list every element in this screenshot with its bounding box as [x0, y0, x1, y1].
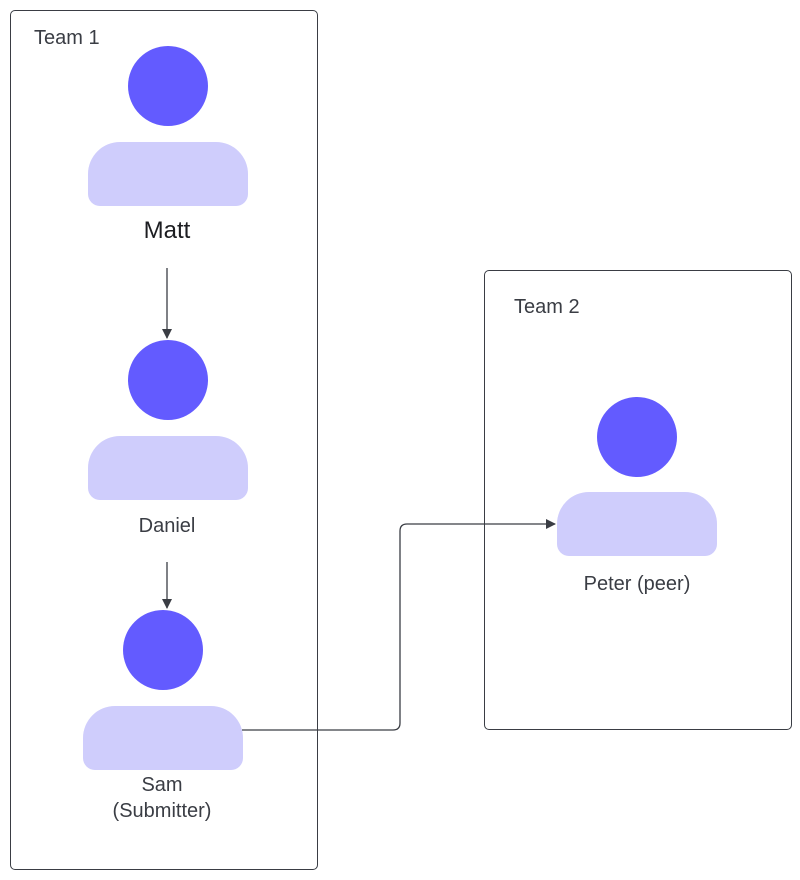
person-head-icon	[128, 46, 208, 126]
team-1-title: Team 1	[34, 27, 100, 49]
person-name-daniel: Daniel	[138, 515, 196, 537]
person-head-icon	[123, 610, 203, 690]
person-name-sam-line1: Sam	[141, 774, 183, 796]
person-body-icon	[557, 492, 717, 556]
person-name-matt: Matt	[143, 217, 191, 244]
person-head-icon	[597, 397, 677, 477]
person-name-peter: Peter (peer)	[583, 573, 691, 595]
person-name-sam-line2: (Submitter)	[112, 800, 212, 822]
team-1-container	[10, 10, 318, 870]
person-body-icon	[88, 436, 248, 500]
person-body-icon	[88, 142, 248, 206]
team-2-container	[484, 270, 792, 730]
person-head-icon	[128, 340, 208, 420]
team-2-title: Team 2	[514, 296, 580, 318]
person-body-icon	[83, 706, 243, 770]
person-name-sam: Sam (Submitter)	[62, 772, 262, 824]
